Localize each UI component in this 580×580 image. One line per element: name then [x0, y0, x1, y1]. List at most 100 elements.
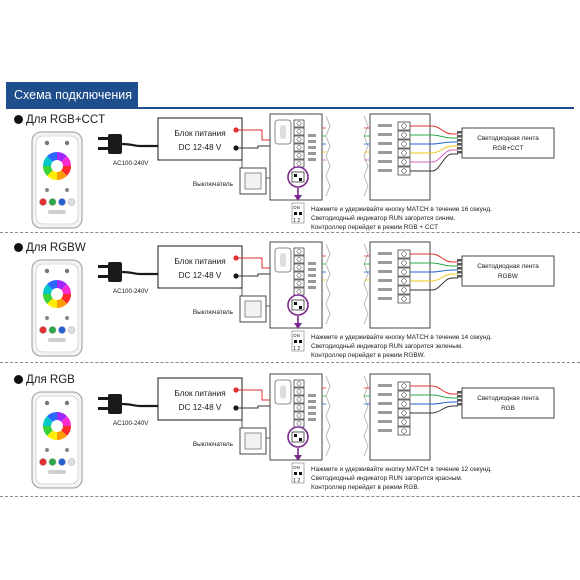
dip-detail: [291, 462, 305, 484]
section-title-text: Для RGB: [26, 374, 75, 386]
wall-switch-icon: [239, 167, 267, 195]
ac-voltage-label: AC100-240V: [113, 420, 149, 427]
remote-control-icon: [31, 259, 83, 357]
strip-wire: [410, 401, 458, 405]
dip-detail: [291, 330, 305, 352]
controller-module: [269, 373, 323, 461]
led-strip-label: Светодиодная лента: [477, 135, 539, 142]
power-supply-box: [157, 377, 243, 421]
led-strip: [457, 255, 555, 287]
dip-on-label: ON: [293, 333, 300, 338]
strip-wire: [410, 385, 458, 395]
header-underline: [6, 107, 574, 109]
dip-switch-icon: [291, 171, 305, 183]
led-strip: [457, 387, 555, 419]
led-strip-type: RGBW: [498, 273, 519, 280]
section-title: Для RGB+CCT: [14, 114, 105, 126]
dip-numbers: 1 2: [293, 478, 300, 484]
led-strip: [457, 127, 555, 159]
power-plug-icon: [98, 262, 160, 282]
instruction-line: Контроллер перейдет в режим RGBW.: [311, 351, 425, 359]
remote-control-icon: [31, 391, 83, 489]
instruction-line: Нажмите и удерживайте кнопку MATCH в теч…: [311, 205, 492, 213]
led-strip-type: RGB: [501, 405, 515, 412]
receiver-module: [369, 113, 431, 201]
section-diagram: AC100-240V Блок питания DC 12-48 V Выключат…: [31, 241, 555, 359]
strip-wire: [410, 149, 458, 163]
strip-wire: [410, 141, 458, 145]
bullet-icon: [14, 375, 23, 384]
bullet-icon: [14, 115, 23, 124]
led-strip-type: RGB+CCT: [493, 145, 524, 152]
instruction-line: Нажмите и удерживайте кнопку MATCH в теч…: [311, 333, 492, 341]
instruction-line: Светодиодный индикатор RUN загорится кра…: [311, 474, 463, 482]
strip-wire: [410, 394, 458, 399]
negative-terminal: [233, 273, 239, 279]
switch-label: Выключатель: [193, 441, 234, 448]
led-strip-label: Светодиодная лента: [477, 263, 539, 270]
power-supply-box: [157, 117, 243, 161]
instruction-line: Контроллер перейдет в режим RGB.: [311, 483, 420, 491]
strip-wire: [410, 145, 458, 154]
page-title: Схема подключения: [6, 82, 138, 108]
positive-terminal: [233, 387, 239, 393]
section-diagram: AC100-240V Блок питания DC 12-48 V Выключат…: [31, 373, 555, 491]
bullet-icon: [14, 243, 23, 252]
section-title-text: Для RGB+CCT: [26, 114, 106, 126]
power-supply-voltage: DC 12-48 V: [179, 403, 222, 412]
controller-module: [269, 113, 323, 201]
power-supply-label: Блок питания: [174, 257, 225, 266]
dip-numbers: 1 2: [293, 346, 300, 352]
dip-switch-icon: [291, 299, 305, 311]
power-plug-icon: [98, 134, 160, 154]
ac-voltage-label: AC100-240V: [113, 288, 149, 295]
negative-terminal: [233, 145, 239, 151]
dip-detail: [291, 202, 305, 224]
strip-wire: [410, 125, 458, 135]
strip-wire: [410, 253, 458, 263]
dip-numbers: 1 2: [293, 218, 300, 224]
instruction-line: Светодиодный индикатор RUN загорится зел…: [311, 342, 463, 350]
strip-wire: [410, 273, 458, 282]
receiver-module: [369, 241, 431, 329]
wall-switch-icon: [239, 427, 267, 455]
positive-terminal: [233, 127, 239, 133]
instruction-line: Нажмите и удерживайте кнопку MATCH в теч…: [311, 465, 492, 473]
remote-control-icon: [31, 131, 83, 229]
controller-module: [269, 241, 323, 329]
dip-switch-highlight: [287, 294, 309, 316]
section-divider: [0, 232, 580, 233]
wire-negative: [238, 405, 278, 409]
wire-negative: [238, 273, 278, 277]
section-title: Для RGB: [14, 374, 75, 386]
strip-wire: [410, 134, 458, 139]
power-supply-voltage: DC 12-48 V: [179, 143, 222, 152]
instruction-line: Контроллер перейдет в режим RGB + CCT: [311, 223, 438, 231]
negative-terminal: [233, 405, 239, 411]
strip-wire: [410, 269, 458, 273]
instruction-line: Светодиодный индикатор RUN загорится син…: [311, 214, 455, 222]
dip-on-label: ON: [293, 465, 300, 470]
switch-label: Выключатель: [193, 309, 234, 316]
section-divider: [0, 496, 580, 497]
power-plug-icon: [98, 394, 160, 414]
receiver-module: [369, 373, 431, 461]
section-title: Для RGBW: [14, 242, 86, 254]
power-supply-voltage: DC 12-48 V: [179, 271, 222, 280]
positive-terminal: [233, 255, 239, 261]
section-divider: [0, 362, 580, 363]
wall-switch-icon: [239, 295, 267, 323]
power-supply-box: [157, 245, 243, 289]
dip-switch-highlight: [287, 426, 309, 448]
power-supply-label: Блок питания: [174, 389, 225, 398]
led-strip-label: Светодиодная лента: [477, 395, 539, 402]
power-supply-label: Блок питания: [174, 129, 225, 138]
strip-wire: [410, 262, 458, 267]
dip-on-label: ON: [293, 205, 300, 210]
section-title-text: Для RGBW: [26, 242, 86, 254]
wire-negative: [238, 145, 278, 149]
switch-label: Выключатель: [193, 181, 234, 188]
dip-switch-highlight: [287, 166, 309, 188]
